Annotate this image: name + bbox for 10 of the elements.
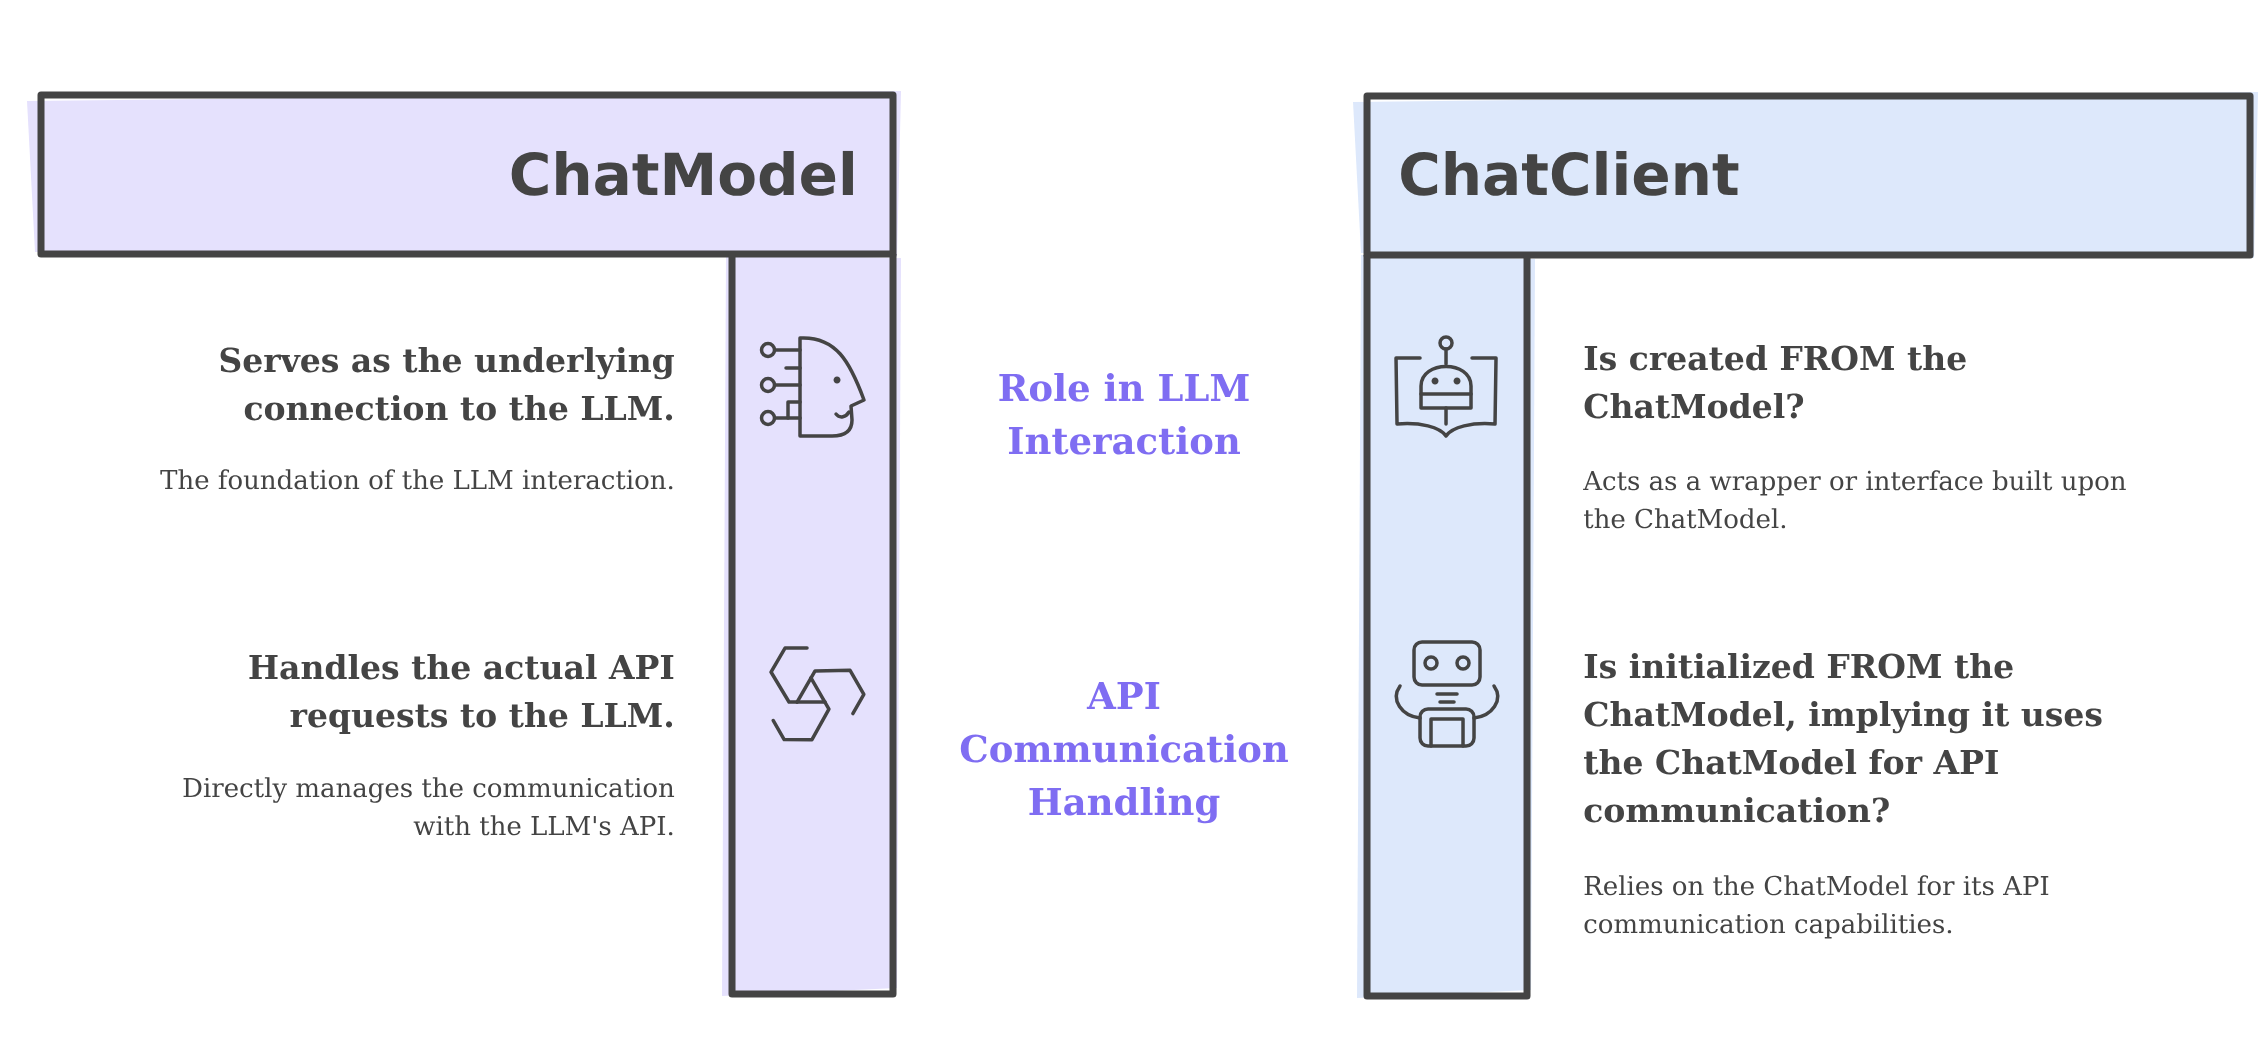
- row-heading: Is created FROM the ChatModel?: [1584, 344, 1966, 419]
- description-text: The foundation of the LLM interaction.: [160, 469, 673, 490]
- description-text: Relies on the ChatModel for its API communication capabilities.: [1584, 875, 2049, 939]
- row-heading: Serves as the underlying connection to the LLM.: [220, 346, 674, 421]
- description-text: Directly manages the communication with the LLM's API.: [183, 777, 675, 836]
- row-heading: Handles the actual API requests to the LLM.: [249, 653, 674, 734]
- category-label: API Communication Handling: [960, 682, 1288, 824]
- category-label: Role in LLM Interaction: [999, 372, 1249, 455]
- row-heading: Is initialized FROM the ChatModel, implying it uses the ChatModel for API communication?: [1584, 652, 2102, 823]
- description-text: Acts as a wrapper or interface built upon the ChatModel.: [1583, 470, 2126, 529]
